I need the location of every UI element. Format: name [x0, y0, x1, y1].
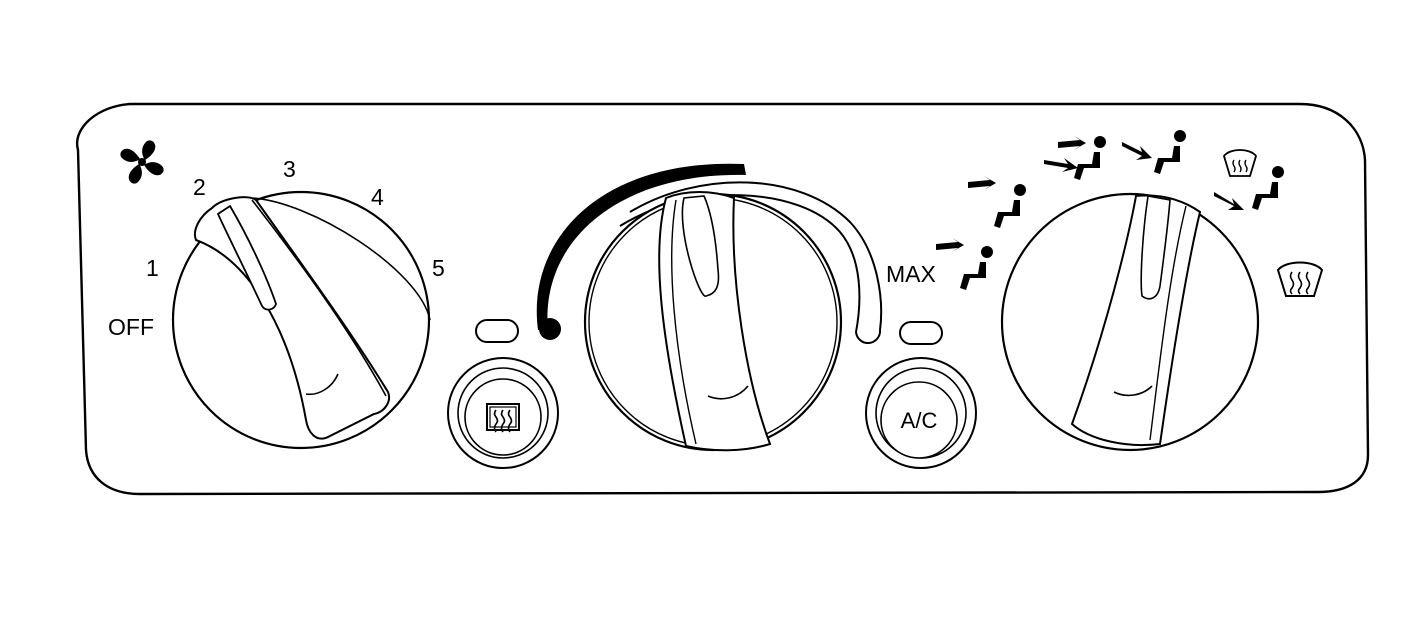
mode-knob[interactable] — [1000, 192, 1260, 452]
fan-speed-label-1: 1 — [146, 255, 159, 281]
fan-speed-label-off: OFF — [108, 314, 154, 340]
fan-speed-knob[interactable] — [171, 190, 431, 450]
bi-level-icon — [1044, 136, 1106, 180]
ac-button-label: A/C — [901, 408, 938, 433]
fan-speed-label-2: 2 — [193, 174, 206, 200]
fan-speed-label-4: 4 — [371, 184, 384, 210]
rear-defrost-indicator-lamp — [475, 319, 519, 343]
vent-icon — [968, 176, 1026, 228]
fan-icon — [120, 140, 164, 184]
mode-max-label: MAX — [886, 261, 936, 287]
rear-defrost-icon — [486, 403, 520, 433]
ac-button[interactable]: A/C — [865, 357, 977, 469]
defrost-icon — [1276, 261, 1324, 297]
fan-speed-label-5: 5 — [432, 255, 445, 281]
floor-icon — [1122, 130, 1186, 174]
rear-defrost-button[interactable] — [447, 357, 559, 469]
max-vent-icon — [936, 238, 993, 290]
temperature-knob[interactable] — [583, 191, 843, 452]
fan-speed-label-3: 3 — [283, 156, 296, 182]
panel-outline — [75, 102, 1370, 496]
ac-indicator-lamp — [899, 321, 943, 345]
floor-defrost-icon — [1214, 149, 1284, 210]
